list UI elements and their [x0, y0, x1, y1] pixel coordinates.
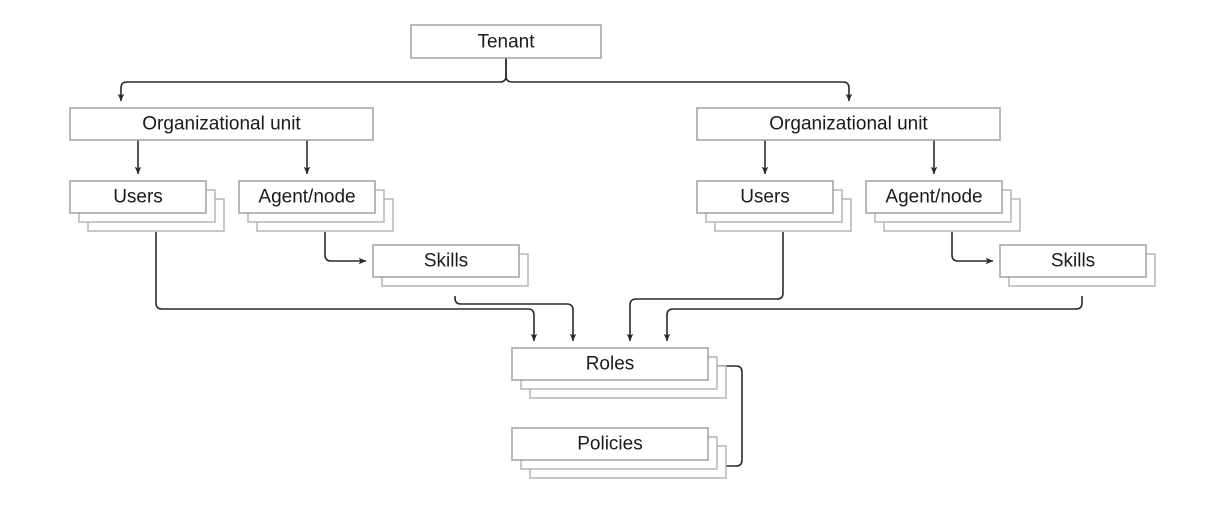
edge-tenant-to-ou-right: [505, 58, 853, 102]
node-skills-right[interactable]: Skills: [999, 244, 1156, 287]
edge-agent-left-to-skills-left: [324, 232, 367, 265]
stack-layer-front: [999, 244, 1147, 278]
node-users-left[interactable]: Users: [69, 180, 225, 232]
node-ou-left[interactable]: Organizational unit: [69, 107, 374, 141]
node-users-left-label: Users: [113, 187, 163, 208]
node-skills-right-label: Skills: [1051, 251, 1095, 272]
stack-layer-front: [69, 180, 207, 214]
stack-layer-front: [696, 180, 834, 214]
edge-layer: [117, 58, 1083, 470]
node-agent-right-label: Agent/node: [885, 187, 982, 208]
node-agent-left-label: Agent/node: [258, 187, 355, 208]
node-roles-label: Roles: [586, 354, 635, 375]
edge-skills-left-to-roles: [454, 296, 577, 342]
stack-layer-front: [372, 244, 520, 278]
edge-tenant-to-ou-left: [117, 58, 507, 102]
stack-layer-front: [511, 347, 709, 381]
node-ou-right[interactable]: Organizational unit: [696, 107, 1001, 141]
node-ou-left-label: Organizational unit: [142, 114, 301, 135]
node-policies-label: Policies: [577, 434, 642, 455]
node-roles[interactable]: Roles: [511, 347, 727, 399]
node-skills-left[interactable]: Skills: [372, 244, 529, 287]
node-users-right-label: Users: [740, 187, 790, 208]
node-agent-right[interactable]: Agent/node: [865, 180, 1021, 232]
node-ou-right-label: Organizational unit: [769, 114, 928, 135]
node-policies[interactable]: Policies: [511, 427, 727, 479]
stack-layer-front: [238, 180, 376, 214]
node-tenant-label: Tenant: [477, 32, 535, 53]
edge-skills-right-to-roles: [663, 296, 1083, 342]
node-tenant[interactable]: Tenant: [410, 24, 602, 59]
edge-users-right-to-roles: [626, 232, 784, 342]
node-skills-left-label: Skills: [424, 251, 468, 272]
node-users-right[interactable]: Users: [696, 180, 852, 232]
edge-users-left-to-roles: [155, 232, 538, 342]
stack-layer-front: [865, 180, 1003, 214]
node-agent-left[interactable]: Agent/node: [238, 180, 394, 232]
stack-layer-front: [511, 427, 709, 461]
edge-roles-to-policies: [708, 365, 743, 470]
edge-agent-right-to-skills-right: [951, 232, 994, 265]
